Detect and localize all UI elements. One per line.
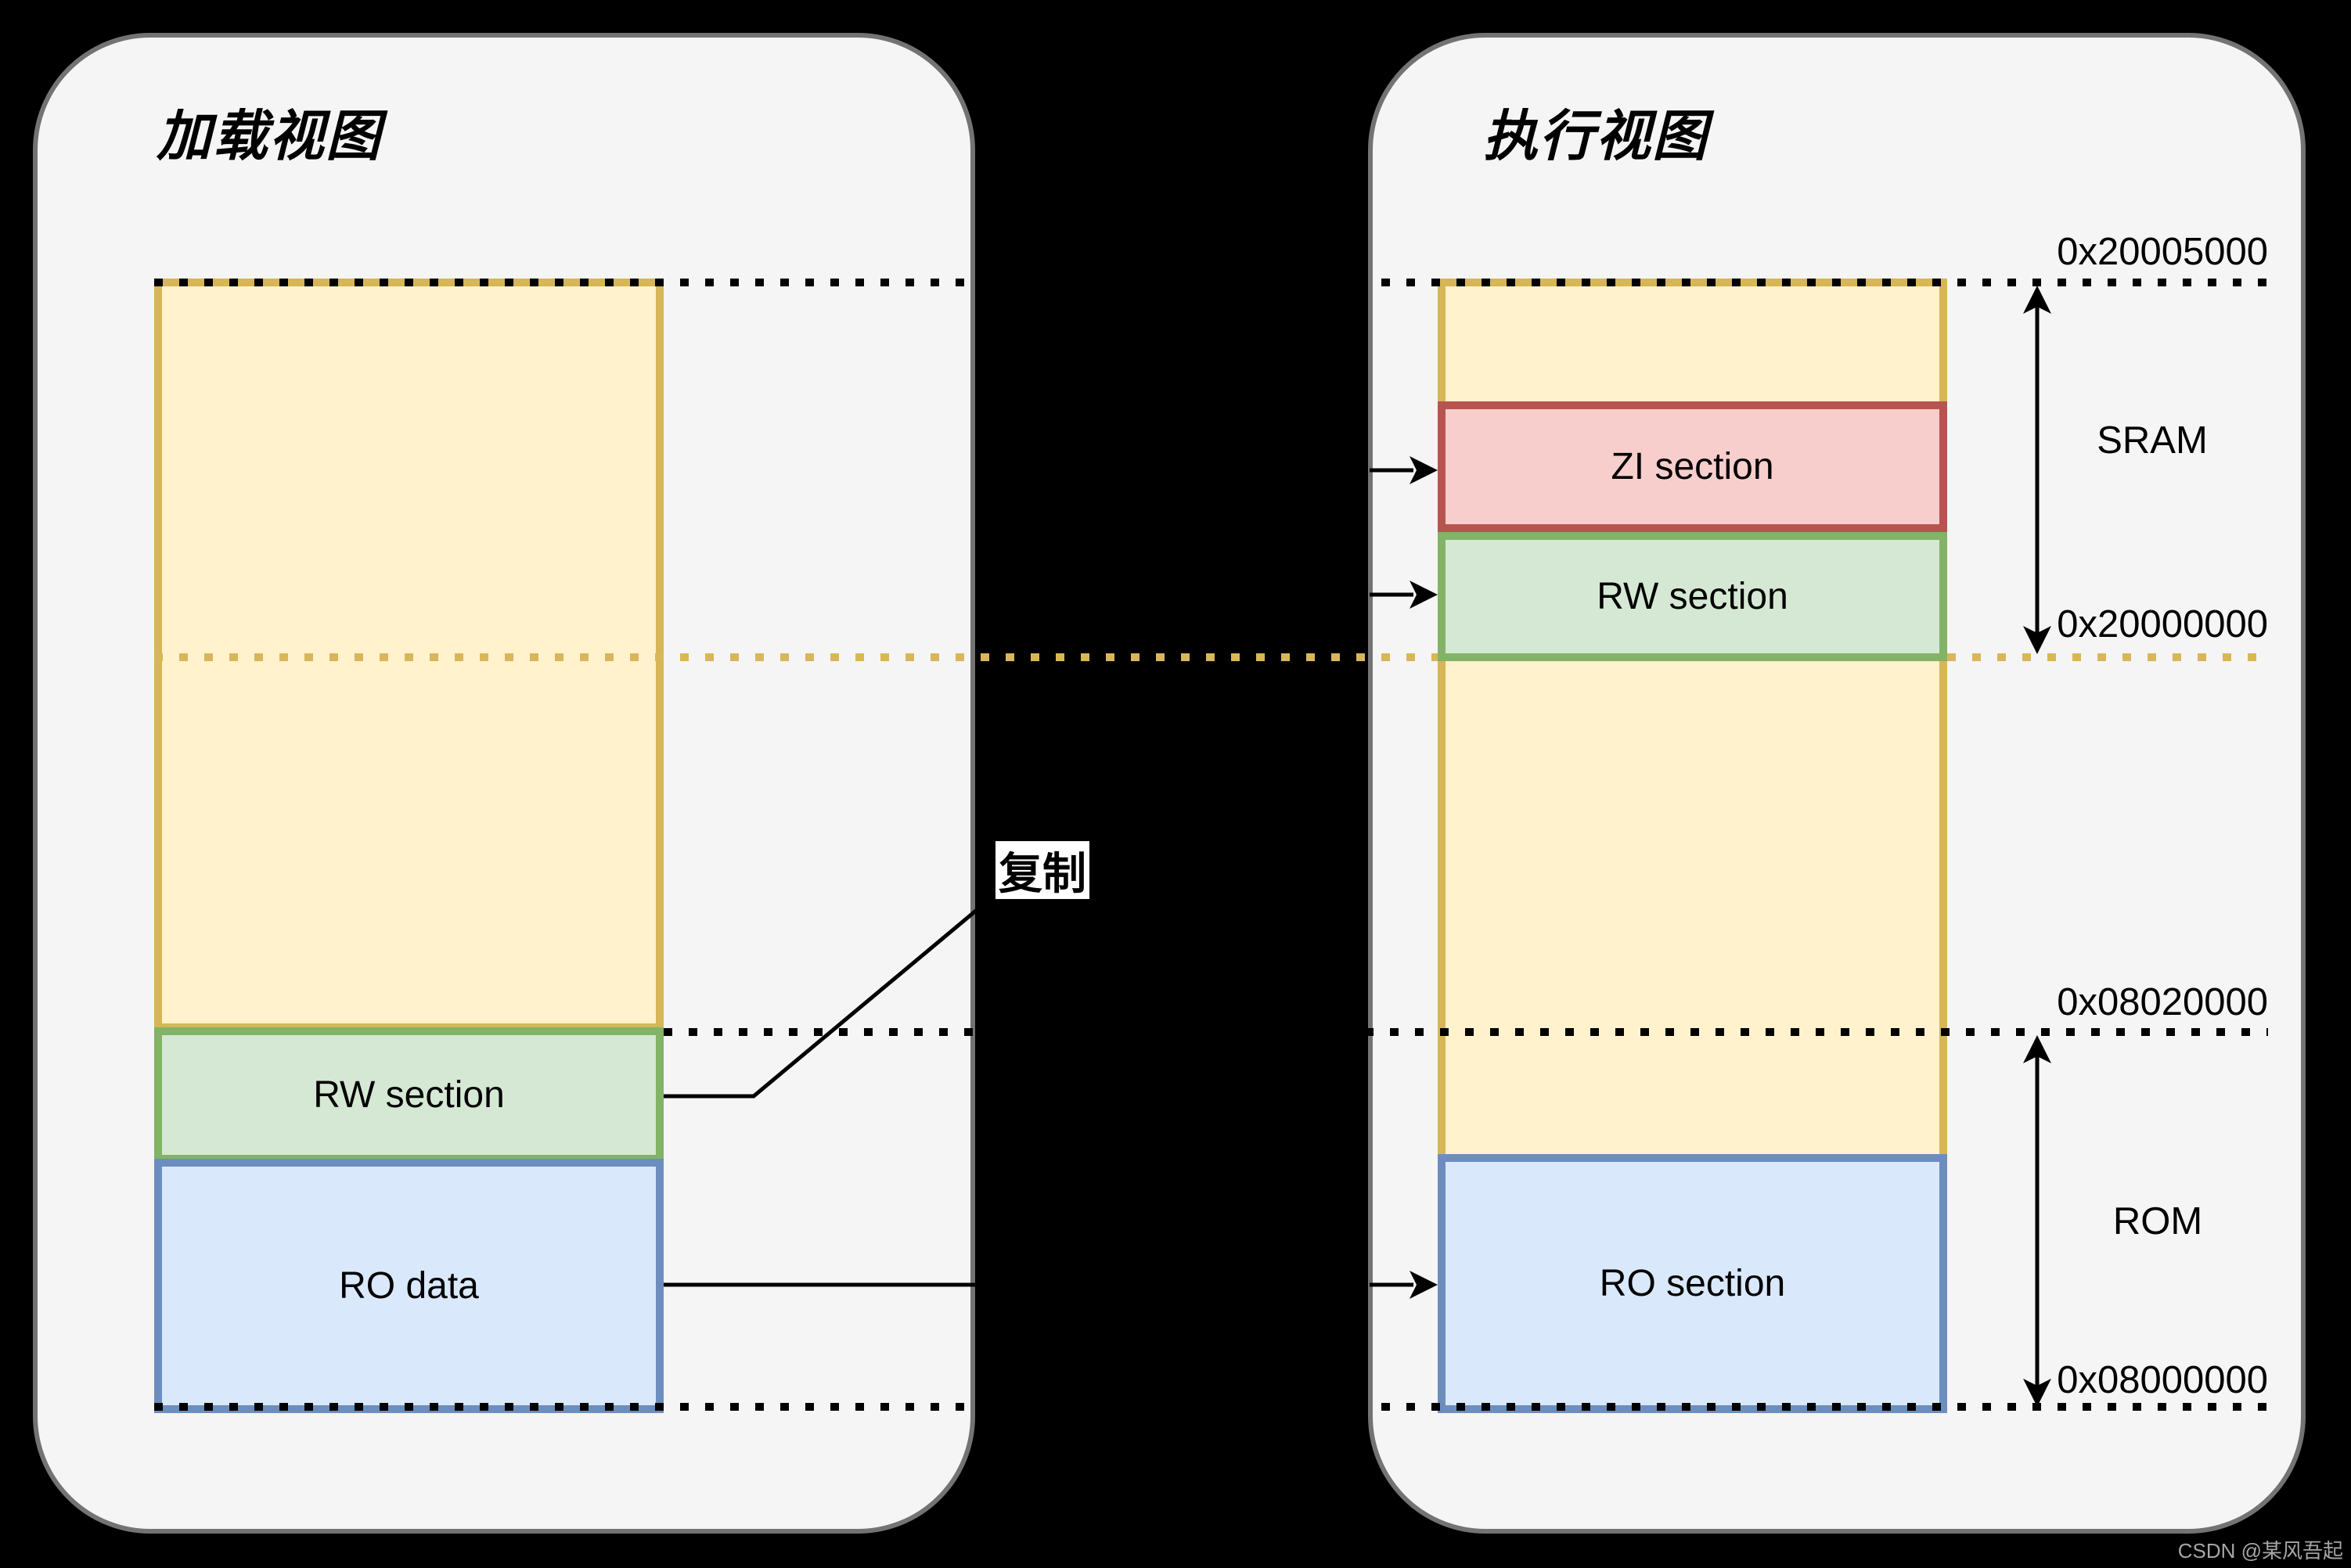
load-ro-data-label: RO data: [339, 1265, 479, 1307]
address-label-0x20005000: 0x20005000: [2057, 231, 2268, 273]
address-label-0x20000000: 0x20000000: [2057, 603, 2268, 646]
load-view-title: 加载视图: [157, 106, 382, 167]
exec-ro-section-box: RO section: [1438, 1154, 1947, 1413]
exec-zi-section-box: ZI section: [1438, 401, 1947, 532]
copy-label: 复制: [995, 841, 1089, 899]
address-label-0x08000000: 0x08000000: [2057, 1359, 2268, 1401]
rom-label: ROM: [2112, 1200, 2203, 1243]
exec-zi-section-label: ZI section: [1611, 446, 1774, 487]
load-ro-data-box: RO data: [154, 1159, 664, 1413]
exec-rw-section-label: RW section: [1597, 576, 1788, 617]
load-rw-section-label: RW section: [313, 1074, 505, 1116]
exec-view-title: 执行视图: [1483, 106, 1708, 167]
load-image-region-box: [154, 279, 664, 1031]
watermark: CSDN @某风吾起: [2177, 1539, 2343, 1563]
load-rw-section-box: RW section: [154, 1027, 664, 1163]
address-label-0x08020000: 0x08020000: [2057, 981, 2268, 1023]
sram-label: SRAM: [2097, 419, 2208, 462]
exec-rw-section-box: RW section: [1438, 532, 1947, 661]
exec-ro-section-label: RO section: [1599, 1263, 1786, 1304]
